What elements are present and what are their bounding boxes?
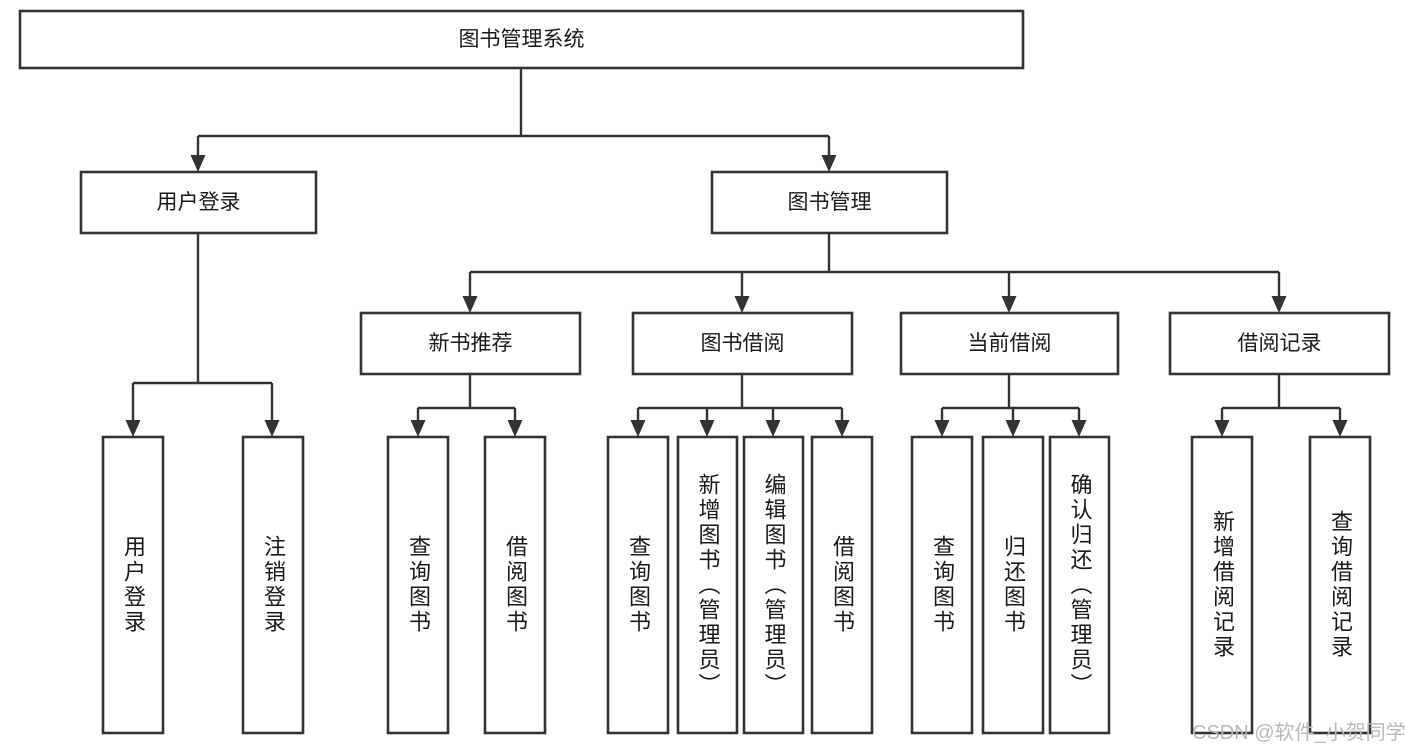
arrow-head [934,420,950,437]
node-leaf-leaf-user-login[interactable] [101,435,165,735]
arrow-head [734,296,750,313]
node-l3-label-borrow-record: 借阅记录 [1238,332,1322,355]
node-leaf-leaf-query-book-3[interactable] [910,435,974,735]
node-l2-label-book-manage: 图书管理 [788,191,872,214]
node-l3-book-borrow[interactable] [631,311,854,376]
node-l3-new-book-rec[interactable] [359,311,582,376]
node-leaf-leaf-borrow-book-1[interactable] [483,435,547,735]
arrow-head [507,420,523,437]
arrow-head [1001,296,1017,313]
node-leaf-leaf-borrow-book-2[interactable] [810,435,874,735]
node-leaf-leaf-query-book-1[interactable] [386,435,450,735]
node-leaf-leaf-add-book[interactable] [676,435,739,735]
arrow-head [125,420,141,437]
node-l3-borrow-record[interactable] [1168,311,1391,376]
arrow-head [1005,420,1021,437]
node-l3-label-new-book-rec: 新书推荐 [429,332,513,355]
arrow-head [821,155,837,172]
arrow-head [834,420,850,437]
arrow-head [462,296,478,313]
node-leaf-leaf-user-logout[interactable] [241,435,305,735]
arrow-head [699,420,715,437]
node-l2-user-login[interactable] [79,170,318,235]
node-l2-book-manage[interactable] [710,170,949,235]
csdn-watermark: CSDN @软件_小贺同学 [1192,722,1405,744]
arrow-head [1071,420,1087,437]
node-l3-label-current-borrow: 当前借阅 [968,332,1052,355]
arrow-head [264,420,280,437]
box-layer [18,9,1391,735]
node-leaf-leaf-confirm-return[interactable] [1048,435,1111,735]
arrow-head [1214,420,1230,437]
connector-layer [125,68,1348,437]
node-root-root[interactable] [18,9,1025,70]
node-leaf-leaf-return-book[interactable] [981,435,1045,735]
node-leaf-leaf-query-record[interactable] [1308,435,1372,735]
node-leaf-leaf-add-record[interactable] [1190,435,1254,735]
node-leaf-leaf-query-book-2[interactable] [606,435,670,735]
arrow-head [410,420,426,437]
node-leaf-leaf-edit-book[interactable] [742,435,805,735]
arrow-head [1271,296,1287,313]
arrow-head [190,155,206,172]
arrow-head [630,420,646,437]
arrow-head [765,420,781,437]
node-root-label-root: 图书管理系统 [459,28,585,51]
node-l3-current-borrow[interactable] [899,311,1120,376]
node-l3-label-book-borrow: 图书借阅 [701,332,785,355]
node-l2-label-user-login: 用户登录 [157,191,241,214]
arrow-head [1332,420,1348,437]
